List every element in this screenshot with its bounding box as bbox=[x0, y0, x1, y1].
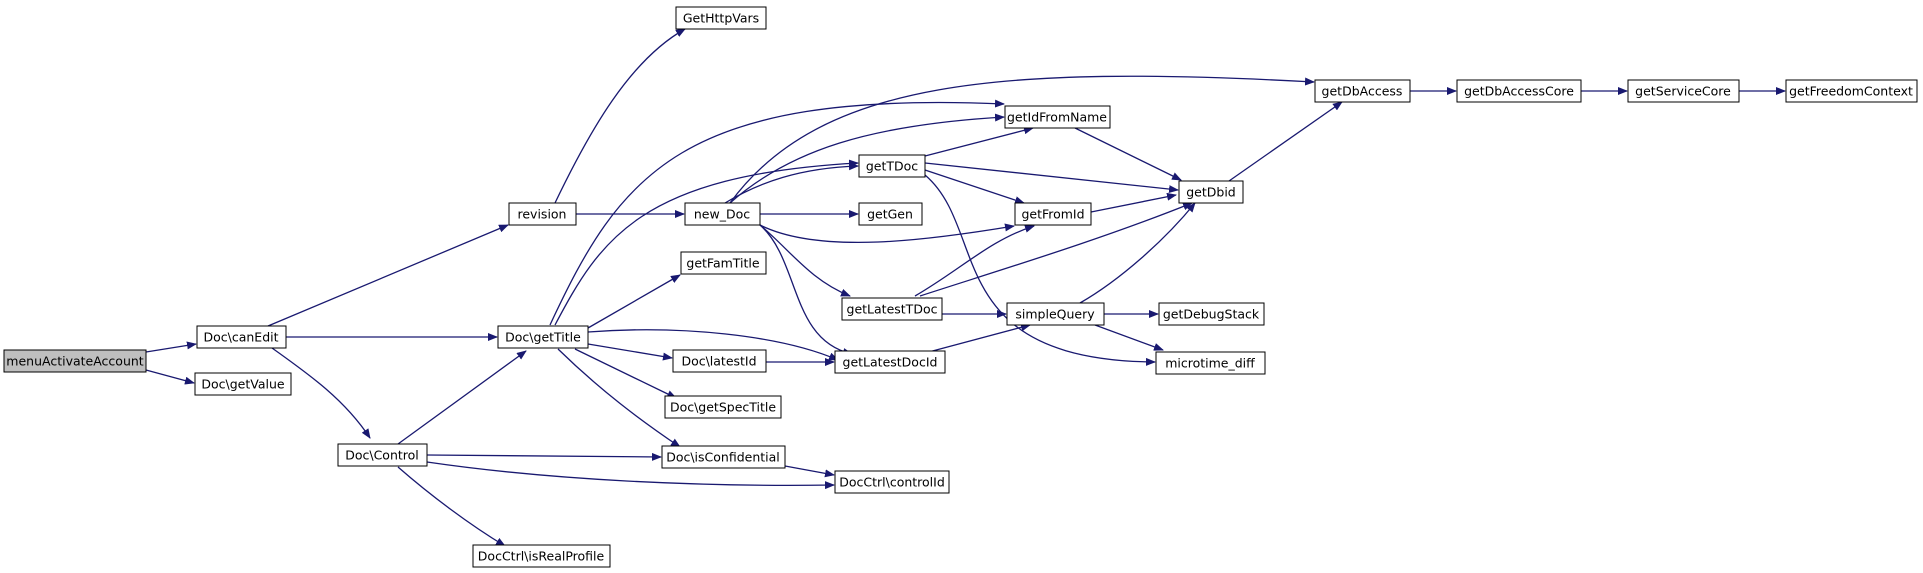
svg-text:new_Doc: new_Doc bbox=[694, 207, 750, 222]
edge-newDoc-getDbAccess bbox=[729, 75, 1315, 204]
node-doc-gettitle[interactable]: Doc\getTitle bbox=[497, 325, 589, 349]
node-getlatestdocid[interactable]: getLatestDocId bbox=[834, 350, 946, 374]
svg-text:getFreedomContext: getFreedomContext bbox=[1789, 84, 1913, 99]
svg-text:getIdFromName: getIdFromName bbox=[1007, 110, 1107, 125]
node-revision[interactable]: revision bbox=[508, 202, 577, 226]
edge-newDoc-getFromId bbox=[759, 223, 1015, 244]
svg-text:Doc\getSpecTitle: Doc\getSpecTitle bbox=[670, 400, 776, 415]
edge-menuActivateAccount-canEdit bbox=[145, 341, 197, 353]
node-getfamtitle[interactable]: getFamTitle bbox=[680, 251, 767, 275]
svg-text:simpleQuery: simpleQuery bbox=[1015, 307, 1095, 322]
edge-getTitle-getTDoc bbox=[554, 159, 859, 326]
svg-text:getTDoc: getTDoc bbox=[866, 159, 918, 174]
edge-simpleQuery-getDbid bbox=[1079, 202, 1196, 304]
edge-simpleQuery-microtimeDiff bbox=[1094, 324, 1164, 351]
node-gethttpvars[interactable]: GetHttpVars bbox=[675, 6, 767, 30]
svg-text:getFamTitle: getFamTitle bbox=[686, 256, 760, 271]
node-doc-canedit[interactable]: Doc\canEdit bbox=[196, 325, 287, 349]
svg-text:Doc\isConfidential: Doc\isConfidential bbox=[666, 450, 780, 465]
node-doc-getvalue[interactable]: Doc\getValue bbox=[194, 372, 292, 396]
edge-getTitle-latestId bbox=[587, 343, 673, 361]
edge-getTDoc-getIdFromName bbox=[924, 126, 1034, 157]
svg-text:getDbAccess: getDbAccess bbox=[1322, 84, 1403, 99]
edge-getTitle-getSpecTitle bbox=[574, 348, 677, 399]
edge-control-controlId bbox=[426, 461, 835, 490]
node-docctrl-controlid[interactable]: DocCtrl\controlId bbox=[834, 470, 950, 494]
node-microtime-diff[interactable]: microtime_diff bbox=[1155, 351, 1266, 375]
edge-getLatestDocId-simpleQuery bbox=[924, 323, 1031, 354]
node-getgen[interactable]: getGen bbox=[858, 202, 923, 226]
edge-newDoc-getLatestDocId bbox=[759, 224, 853, 356]
svg-text:getLatestDocId: getLatestDocId bbox=[843, 355, 938, 370]
svg-text:Doc\getValue: Doc\getValue bbox=[201, 377, 285, 392]
edge-newDoc-getIdFromName bbox=[729, 113, 1005, 204]
edge-control-getTitle bbox=[397, 350, 527, 445]
node-doc-control[interactable]: Doc\Control bbox=[337, 443, 428, 467]
svg-text:getDebugStack: getDebugStack bbox=[1163, 307, 1260, 322]
node-new-doc[interactable]: new_Doc bbox=[684, 202, 761, 226]
edge-getIdFromName-getDbid bbox=[1074, 127, 1182, 181]
node-getdebugstack[interactable]: getDebugStack bbox=[1158, 302, 1265, 326]
node-getdbaccess[interactable]: getDbAccess bbox=[1314, 79, 1411, 103]
edge-isConfidential-controlId bbox=[784, 465, 835, 478]
edge-newDoc-getLatestTDoc bbox=[759, 224, 851, 297]
svg-text:Doc\canEdit: Doc\canEdit bbox=[203, 330, 278, 345]
node-getidfromname[interactable]: getIdFromName bbox=[1004, 105, 1111, 129]
edge-getFromId-getDbid bbox=[1090, 192, 1177, 213]
node-getlatesttdoc[interactable]: getLatestTDoc bbox=[841, 297, 943, 321]
svg-text:Doc\getTitle: Doc\getTitle bbox=[505, 330, 581, 345]
edge-canEdit-control bbox=[271, 347, 371, 439]
svg-text:Doc\latestId: Doc\latestId bbox=[681, 354, 756, 369]
edge-getTDoc-getDbid bbox=[924, 162, 1179, 194]
edge-getLatestTDoc-getFromId bbox=[914, 224, 1035, 297]
node-simplequery[interactable]: simpleQuery bbox=[1006, 302, 1105, 326]
node-doc-latestid[interactable]: Doc\latestId bbox=[672, 349, 767, 373]
node-menuActivateAccount[interactable]: menuActivateAccount bbox=[3, 349, 147, 373]
node-doc-getspectitle[interactable]: Doc\getSpecTitle bbox=[664, 395, 782, 419]
svg-text:getFromId: getFromId bbox=[1021, 207, 1084, 222]
edge-revision-getHttpVars bbox=[554, 28, 686, 204]
edge-getTitle-getFamTitle bbox=[587, 274, 681, 329]
edge-control-isConfidential bbox=[426, 452, 662, 461]
edge-getLatestTDoc-getDbid bbox=[919, 202, 1193, 297]
node-gettdoc[interactable]: getTDoc bbox=[858, 154, 926, 178]
node-getdbid[interactable]: getDbid bbox=[1178, 180, 1244, 204]
nodes: menuActivateAccount Doc\canEdit Doc\getV… bbox=[3, 6, 1918, 568]
svg-text:getServiceCore: getServiceCore bbox=[1635, 84, 1731, 99]
node-doc-isconfidential[interactable]: Doc\isConfidential bbox=[661, 445, 786, 469]
svg-text:Doc\Control: Doc\Control bbox=[345, 448, 419, 463]
node-getservicecore[interactable]: getServiceCore bbox=[1627, 79, 1740, 103]
edge-getTitle-isConfidential bbox=[557, 348, 681, 448]
svg-text:getDbid: getDbid bbox=[1186, 185, 1236, 200]
svg-text:revision: revision bbox=[518, 207, 567, 222]
node-getdbaccesscore[interactable]: getDbAccessCore bbox=[1456, 79, 1582, 103]
svg-text:menuActivateAccount: menuActivateAccount bbox=[6, 354, 144, 369]
svg-text:getDbAccessCore: getDbAccessCore bbox=[1464, 84, 1574, 99]
svg-text:microtime_diff: microtime_diff bbox=[1165, 356, 1255, 371]
edge-menuActivateAccount-getValue bbox=[145, 369, 195, 385]
svg-text:GetHttpVars: GetHttpVars bbox=[683, 11, 759, 26]
edge-getTDoc-getFromId bbox=[924, 169, 1025, 204]
svg-text:DocCtrl\isRealProfile: DocCtrl\isRealProfile bbox=[478, 549, 605, 564]
node-getfromid[interactable]: getFromId bbox=[1014, 202, 1092, 226]
svg-text:getLatestTDoc: getLatestTDoc bbox=[847, 302, 938, 317]
edges bbox=[145, 28, 1786, 547]
svg-text:DocCtrl\controlId: DocCtrl\controlId bbox=[839, 475, 945, 490]
edge-canEdit-revision bbox=[267, 224, 509, 327]
edge-getTDoc-microtimeDiff bbox=[924, 174, 1156, 366]
edge-control-isRealProfile bbox=[397, 466, 506, 547]
edge-getDbid-getDbAccess bbox=[1228, 101, 1343, 182]
edge-getTitle-getIdFromName bbox=[549, 99, 1005, 326]
node-docctrl-isrealprofile[interactable]: DocCtrl\isRealProfile bbox=[472, 544, 611, 568]
svg-text:getGen: getGen bbox=[867, 207, 913, 222]
edge-getTitle-getLatestDocId bbox=[587, 329, 839, 361]
node-getfreedomcontext[interactable]: getFreedomContext bbox=[1785, 79, 1918, 103]
